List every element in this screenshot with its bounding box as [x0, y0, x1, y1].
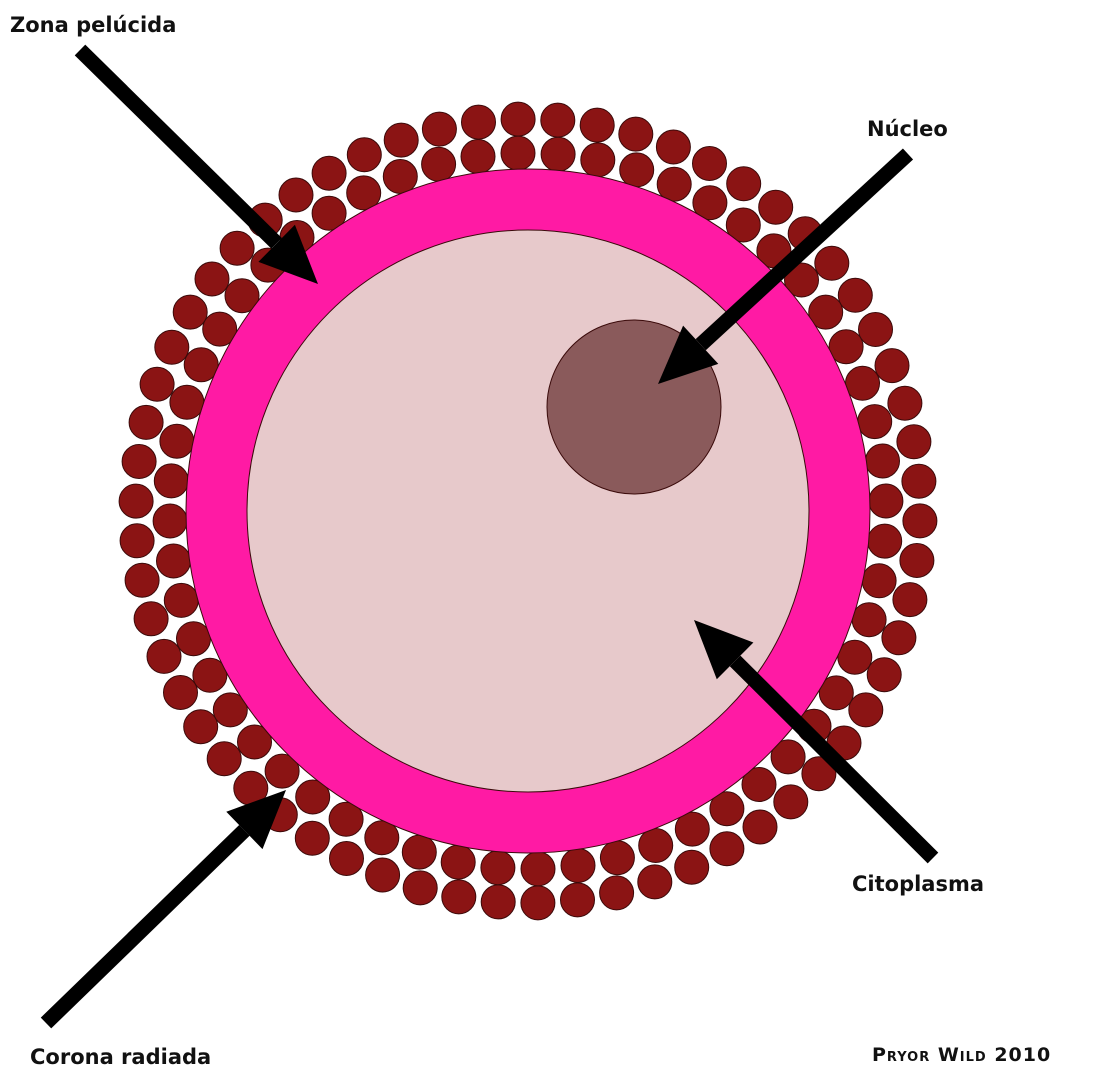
corona-cell [675, 850, 709, 884]
corona-cell [693, 147, 727, 181]
corona-cell [312, 156, 346, 190]
label-nucleo: Núcleo [867, 117, 948, 141]
corona-cell [867, 658, 901, 692]
corona-cell [903, 504, 937, 538]
corona-cell [561, 883, 595, 917]
corona-cell [743, 810, 777, 844]
corona-cell [882, 621, 916, 655]
corona-cell [600, 841, 634, 875]
corona-cell [774, 785, 808, 819]
corona-cell [638, 865, 672, 899]
corona-cell [422, 112, 456, 146]
corona-cell [140, 367, 174, 401]
corona-cell [207, 742, 241, 776]
corona-cell [858, 405, 892, 439]
corona-cell [330, 842, 364, 876]
corona-cell [869, 484, 903, 518]
corona-cell [122, 445, 156, 479]
corona-cell [541, 103, 575, 137]
author-credit: Pryor Wild 2010 [872, 1044, 1051, 1066]
corona-cell [120, 524, 154, 558]
label-citoplasma: Citoplasma [852, 872, 984, 896]
corona-cell [157, 544, 191, 578]
corona-cell [759, 190, 793, 224]
corona-cell [441, 845, 475, 879]
corona-cell [656, 130, 690, 164]
corona-cell [581, 143, 615, 177]
corona-cell [279, 178, 313, 212]
corona-cell [888, 386, 922, 420]
corona-cell [727, 167, 761, 201]
corona-cell [902, 464, 936, 498]
corona-cell [173, 295, 207, 329]
corona-cell [462, 105, 496, 139]
corona-cell [600, 876, 634, 910]
corona-cell [422, 147, 456, 181]
corona-cell [639, 829, 673, 863]
corona-cell [383, 160, 417, 194]
corona-cell [154, 464, 188, 498]
corona-cell [164, 583, 198, 617]
corona-cell [402, 835, 436, 869]
corona-cell [177, 622, 211, 656]
corona-cell [859, 313, 893, 347]
corona-cell [521, 886, 555, 920]
corona-cell [481, 851, 515, 885]
corona-cell [852, 603, 886, 637]
corona-cell [619, 117, 653, 151]
corona-cell [155, 330, 189, 364]
label-zona-pelucida: Zona pelúcida [10, 13, 176, 37]
corona-cell [125, 563, 159, 597]
corona-cell [815, 246, 849, 280]
corona-cell [620, 153, 654, 187]
corona-cell [195, 262, 229, 296]
corona-cell [153, 504, 187, 538]
corona-cell [580, 108, 614, 142]
corona-cell [893, 583, 927, 617]
label-corona-radiada: Corona radiada [30, 1045, 211, 1069]
corona-cell [170, 385, 204, 419]
corona-cell [442, 880, 476, 914]
corona-cell [481, 885, 515, 919]
corona-cell [501, 136, 535, 170]
corona-cell [147, 639, 181, 673]
corona-cell [846, 366, 880, 400]
corona-cell [710, 832, 744, 866]
corona-cell [461, 140, 495, 174]
corona-cell [384, 123, 418, 157]
corona-cell [521, 852, 555, 886]
corona-cell [366, 858, 400, 892]
corona-cell [403, 871, 437, 905]
corona-cell [119, 484, 153, 518]
corona-cell [541, 137, 575, 171]
corona-cell [220, 231, 254, 265]
corona-cell [838, 278, 872, 312]
corona-cell [875, 349, 909, 383]
corona-cell [868, 524, 902, 558]
corona-cell [849, 693, 883, 727]
corona-cell [164, 676, 198, 710]
corona-cell [501, 102, 535, 136]
corona-cell [866, 444, 900, 478]
corona-cell [347, 138, 381, 172]
corona-cell [862, 564, 896, 598]
corona-cell [134, 602, 168, 636]
corona-cell [184, 710, 218, 744]
corona-cell [295, 821, 329, 855]
corona-cell [129, 405, 163, 439]
corona-cell [897, 425, 931, 459]
corona-cell [900, 544, 934, 578]
corona-cell [561, 849, 595, 883]
corona-cell [160, 424, 194, 458]
